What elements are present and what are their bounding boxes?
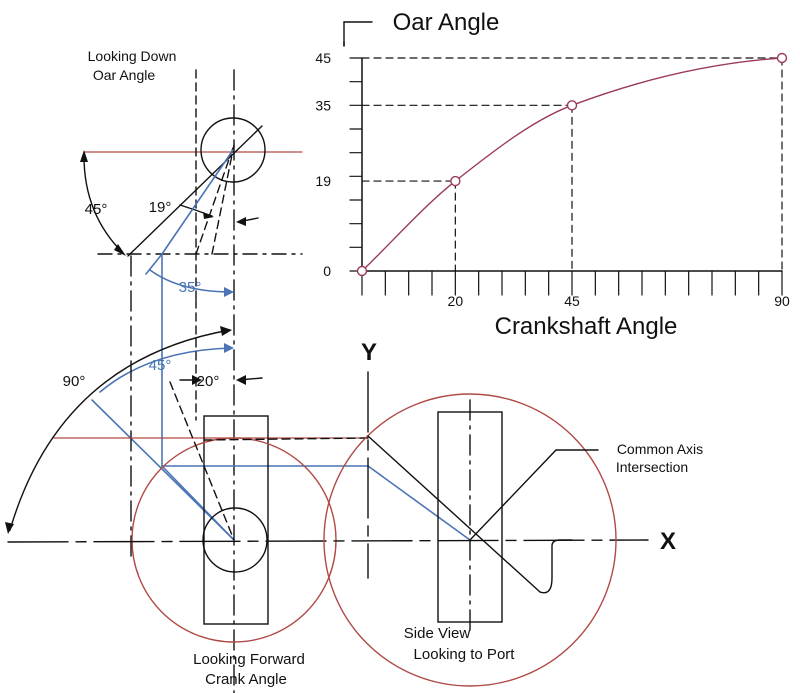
common-axis-label-line1: Common Axis <box>617 441 703 457</box>
chart-y-tick-label: 0 <box>323 263 331 279</box>
axis-y-label: Y <box>361 339 377 366</box>
angle-arc-45 <box>83 155 125 255</box>
chart-data-point <box>566 100 578 111</box>
chart-y-tick-label: 19 <box>315 173 331 189</box>
arrowhead <box>236 217 246 226</box>
arrowhead <box>192 375 202 385</box>
axis-x-label: X <box>660 528 676 555</box>
oar-line-19 <box>195 144 235 255</box>
arrowhead <box>224 343 234 353</box>
chart-data-point <box>450 175 461 187</box>
blue-link-crank <box>161 465 235 541</box>
chart-data-point <box>356 265 368 277</box>
blue-link-short <box>145 253 163 275</box>
chart-y-tick-label: 35 <box>315 97 331 113</box>
top-view-label-line2: Oar Angle <box>93 67 155 83</box>
chart-title: Oar Angle <box>393 9 500 36</box>
angle-label-20: 20° <box>197 373 220 390</box>
chart-x-tick-label: 20 <box>448 293 464 309</box>
oarlock-circle <box>200 117 266 183</box>
side-view <box>323 371 617 687</box>
side-line-descending <box>367 435 541 593</box>
arrowhead <box>220 326 232 336</box>
arrowhead <box>203 212 214 219</box>
oar-line-35 <box>211 144 235 255</box>
angle-label-19: 19° <box>149 199 172 216</box>
angle-label-45: 45° <box>85 201 108 218</box>
side-view-label-line1: Side View <box>404 625 471 642</box>
arrowhead <box>80 150 88 162</box>
arrowhead <box>5 522 14 534</box>
top-view <box>80 69 303 693</box>
chart-x-tick-label: 90 <box>774 293 790 309</box>
crank-circle <box>202 507 268 573</box>
angle-arc-35 <box>149 269 233 293</box>
front-view-label-line1: Looking Forward <box>193 651 305 668</box>
angle-arc-90 <box>9 329 231 531</box>
common-axis-label-line2: Intersection <box>616 459 688 475</box>
arrowhead <box>224 287 234 297</box>
oar-line-45 <box>127 125 263 257</box>
blue-link-side <box>367 465 471 541</box>
side-line-ascending <box>469 449 557 541</box>
chart-data-point <box>776 52 788 64</box>
blue-linkage <box>91 149 471 541</box>
angle-label-90: 90° <box>63 373 86 390</box>
front-crank-rect <box>203 415 269 625</box>
front-dashed-diagonal <box>169 381 235 541</box>
front-red-circle <box>131 437 337 643</box>
chart-x-tick-label: 45 <box>564 293 580 309</box>
top-view-label-line1: Looking Down <box>88 48 177 64</box>
angle-label-35: 35° <box>179 279 202 296</box>
arrowhead <box>236 375 246 385</box>
blue-link-upper <box>161 149 234 255</box>
chart-x-axis-label: Crankshaft Angle <box>495 313 678 340</box>
front-dashed-hline <box>203 437 369 441</box>
front-view-label-line2: Crank Angle <box>205 671 287 688</box>
x-axis-line <box>7 539 649 543</box>
angle-arc-45b <box>99 347 233 393</box>
chart-y-tick-label: 45 <box>315 50 331 66</box>
chart-series-line <box>361 57 783 272</box>
side-view-label-line2: Looking to Port <box>414 646 516 663</box>
angle-label-45b: 45° <box>149 357 172 374</box>
side-hook <box>539 539 573 594</box>
side-red-circle <box>323 393 617 687</box>
arrowhead <box>114 244 126 256</box>
front-view <box>5 255 649 643</box>
